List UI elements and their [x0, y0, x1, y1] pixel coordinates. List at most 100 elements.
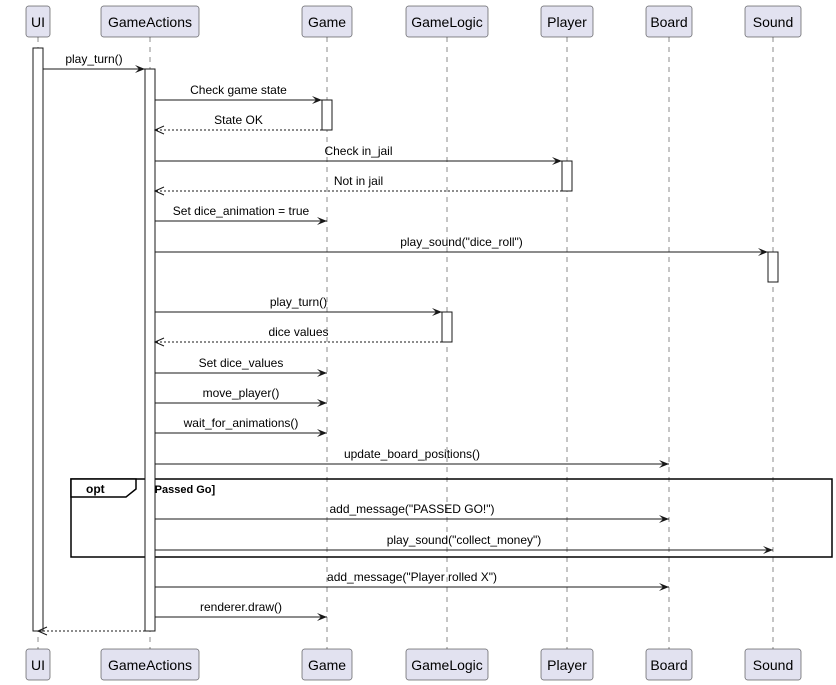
participant-box [744, 648, 802, 681]
message-label: Check in_jail [324, 144, 392, 158]
participant-box [301, 648, 353, 681]
participant-box [405, 5, 489, 38]
participant-name: GameActions [108, 657, 192, 673]
arrowhead [317, 217, 327, 225]
participant-name: GameActions [108, 14, 192, 30]
participant-name: Board [650, 14, 687, 30]
participant-box [405, 648, 489, 681]
message-3: State OK [153, 113, 322, 135]
participant-ui-bottom: UI [25, 648, 51, 681]
participant-name: GameLogic [411, 657, 483, 673]
arrowhead [153, 125, 165, 135]
fragment-keyword: opt [86, 482, 105, 496]
participant-box [540, 5, 594, 38]
message-label: Not in jail [334, 174, 383, 188]
participant-sound-bottom: Sound [744, 648, 802, 681]
arrowhead [763, 546, 773, 554]
activation-bar-gamelogic [441, 311, 453, 343]
message-6: Set dice_animation = true [155, 204, 327, 225]
message-label: add_message("PASSED GO!") [329, 502, 494, 516]
message-label: renderer.draw() [200, 600, 282, 614]
participant-name: Sound [753, 14, 793, 30]
message-8: play_turn() [155, 295, 442, 316]
fragment-frame [70, 478, 833, 558]
arrowhead [317, 613, 327, 621]
message-label: add_message("Player rolled X") [327, 570, 497, 584]
arrowhead [317, 429, 327, 437]
message-17: renderer.draw() [155, 600, 327, 621]
arrowhead [659, 515, 669, 523]
participant-box [25, 5, 51, 38]
message-label: move_player() [203, 386, 280, 400]
arrowhead [153, 337, 165, 347]
message-label: play_sound("dice_roll") [400, 235, 523, 249]
participant-sound-top: Sound [744, 5, 802, 38]
arrowhead [312, 96, 322, 104]
message-label: play_turn() [65, 52, 122, 66]
participant-box [100, 5, 200, 38]
participant-name: Game [308, 657, 346, 673]
message-5: Not in jail [153, 174, 562, 196]
message-label: Check game state [190, 83, 287, 97]
message-7: play_sound("dice_roll") [155, 235, 768, 256]
participant-box [100, 648, 200, 681]
participants: UIUIGameActionsGameActionsGameGameGameLo… [25, 5, 802, 681]
message-2: Check game state [155, 83, 322, 104]
message-label: State OK [214, 113, 263, 127]
participant-name: Game [308, 14, 346, 30]
arrowhead [135, 65, 145, 73]
message-18 [36, 626, 145, 636]
fragments: opt [Passed Go] [70, 478, 833, 558]
participant-box [540, 648, 594, 681]
participant-game-top: Game [301, 5, 353, 38]
message-9: dice values [153, 325, 442, 347]
opt-fragment: opt [Passed Go] [70, 478, 833, 558]
arrowhead [552, 157, 562, 165]
participant-game-bottom: Game [301, 648, 353, 681]
message-11: move_player() [155, 386, 327, 407]
activation-bar-sound [767, 251, 779, 283]
activation-bar-game [321, 99, 333, 131]
participant-name: Player [547, 14, 587, 30]
participant-gameactions-bottom: GameActions [100, 648, 200, 681]
participant-player-top: Player [540, 5, 594, 38]
arrowhead [758, 248, 768, 256]
participant-board-top: Board [645, 5, 693, 38]
participant-name: UI [31, 657, 45, 673]
message-label: Set dice_animation = true [173, 204, 310, 218]
message-label: dice values [268, 325, 328, 339]
message-10: Set dice_values [155, 356, 327, 377]
participant-gameactions-top: GameActions [100, 5, 200, 38]
message-label: play_turn() [270, 295, 327, 309]
activation-bar-ui [32, 47, 44, 632]
participant-name: Board [650, 657, 687, 673]
arrowhead [432, 308, 442, 316]
participant-box [25, 648, 51, 681]
arrowhead [317, 399, 327, 407]
message-4: Check in_jail [155, 144, 562, 165]
participant-box [744, 5, 802, 38]
participant-gamelogic-bottom: GameLogic [405, 648, 489, 681]
arrowhead [659, 460, 669, 468]
arrowhead [153, 186, 165, 196]
activation-bar-gameactions [144, 68, 156, 632]
participant-name: GameLogic [411, 14, 483, 30]
message-label: Set dice_values [199, 356, 284, 370]
participant-box [301, 5, 353, 38]
participant-name: Player [547, 657, 587, 673]
message-13: update_board_positions() [155, 447, 669, 468]
participant-box [645, 648, 693, 681]
participant-player-bottom: Player [540, 648, 594, 681]
participant-board-bottom: Board [645, 648, 693, 681]
fragment-condition: [Passed Go] [151, 484, 216, 496]
participant-box [645, 5, 693, 38]
message-12: wait_for_animations() [155, 416, 327, 437]
participant-gamelogic-top: GameLogic [405, 5, 489, 38]
message-16: add_message("Player rolled X") [155, 570, 669, 591]
message-label: wait_for_animations() [183, 416, 299, 430]
participant-ui-top: UI [25, 5, 51, 38]
message-15: play_sound("collect_money") [155, 533, 773, 554]
activation-bar-player [561, 160, 573, 192]
